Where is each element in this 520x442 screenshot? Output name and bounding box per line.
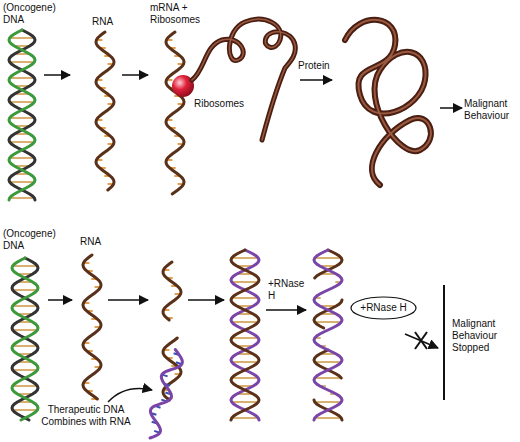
cross-mark (415, 332, 427, 349)
caption-label: +RNase H (268, 278, 306, 302)
caption-label: Therapeutic DNA Combines with RNA (34, 404, 138, 428)
base-pair (315, 401, 342, 403)
base-pair (10, 101, 35, 103)
helix-strand (314, 250, 342, 420)
base-pair (315, 361, 342, 363)
caption-label: RNA (92, 16, 132, 28)
base-pair (232, 337, 259, 339)
base-pair (13, 289, 38, 291)
step-arrow (122, 74, 148, 76)
base-pair (232, 257, 259, 259)
ellipse-shape (351, 297, 416, 319)
enzyme-ellipse: +RNase H (350, 296, 417, 320)
base-pair (13, 265, 38, 267)
base-pair (13, 369, 38, 371)
step-arrow (266, 309, 306, 311)
base-pair (232, 321, 259, 323)
base-pair (10, 37, 35, 39)
rna-strand (163, 262, 181, 320)
caption-label: (Oncogene) DNA (3, 2, 61, 26)
base-pair (232, 361, 259, 363)
base-pair (232, 417, 259, 419)
base-pair (315, 321, 342, 323)
caption-label: mRNA + Ribosomes (150, 2, 210, 26)
enzyme-label: +RNase H (360, 302, 406, 314)
stop-bar (443, 285, 445, 400)
rna-strand (166, 32, 184, 194)
base-pair (232, 377, 259, 379)
step-arrow (108, 299, 148, 301)
rna-strand (83, 255, 101, 399)
helix-group (9, 30, 342, 438)
helix-strand (231, 250, 259, 420)
caption-label: RNA (80, 236, 120, 248)
base-pair (13, 345, 38, 347)
helix-strand (231, 250, 259, 420)
step-arrow (188, 299, 224, 301)
base-pair (315, 377, 342, 379)
base-pair (232, 281, 259, 283)
helix-strand (9, 30, 35, 200)
protein-ribbon (192, 19, 295, 140)
base-pair (232, 401, 259, 403)
arrow-group (44, 75, 462, 402)
base-pair (13, 409, 38, 411)
folded-protein (345, 20, 431, 185)
base-pair (10, 197, 35, 199)
protein-ribbon-highlight (192, 19, 295, 140)
rna-strand (96, 32, 114, 190)
base-pair (13, 385, 38, 387)
helix-strand (12, 258, 38, 420)
base-pair (232, 297, 259, 299)
step-arrow (300, 79, 332, 81)
base-pair (10, 117, 35, 119)
base-pair (10, 157, 35, 159)
base-pair (315, 417, 342, 419)
base-pair (10, 61, 35, 63)
caption-label: Malignant Behaviour (464, 98, 516, 122)
step-arrow (48, 299, 72, 301)
helix-strand (9, 30, 35, 200)
base-pair (10, 77, 35, 79)
rna-strand (150, 350, 182, 439)
step-arrow (440, 107, 462, 109)
helix-strand (12, 258, 38, 420)
base-pair (13, 329, 38, 331)
cross-mark (415, 332, 427, 349)
step-arrow (44, 74, 70, 76)
caption-label: (Oncogene) DNA (3, 228, 61, 252)
caption-label: Ribosomes (194, 98, 254, 110)
base-pair (10, 181, 35, 183)
base-pair (10, 141, 35, 143)
pointer-arrow (108, 389, 152, 403)
caption-label: Malignant Behaviour Stopped (452, 318, 516, 354)
folded-protein-highlight (345, 20, 431, 185)
base-pair (13, 305, 38, 307)
caption-label: Protein (298, 60, 348, 72)
base-pair (315, 257, 342, 259)
